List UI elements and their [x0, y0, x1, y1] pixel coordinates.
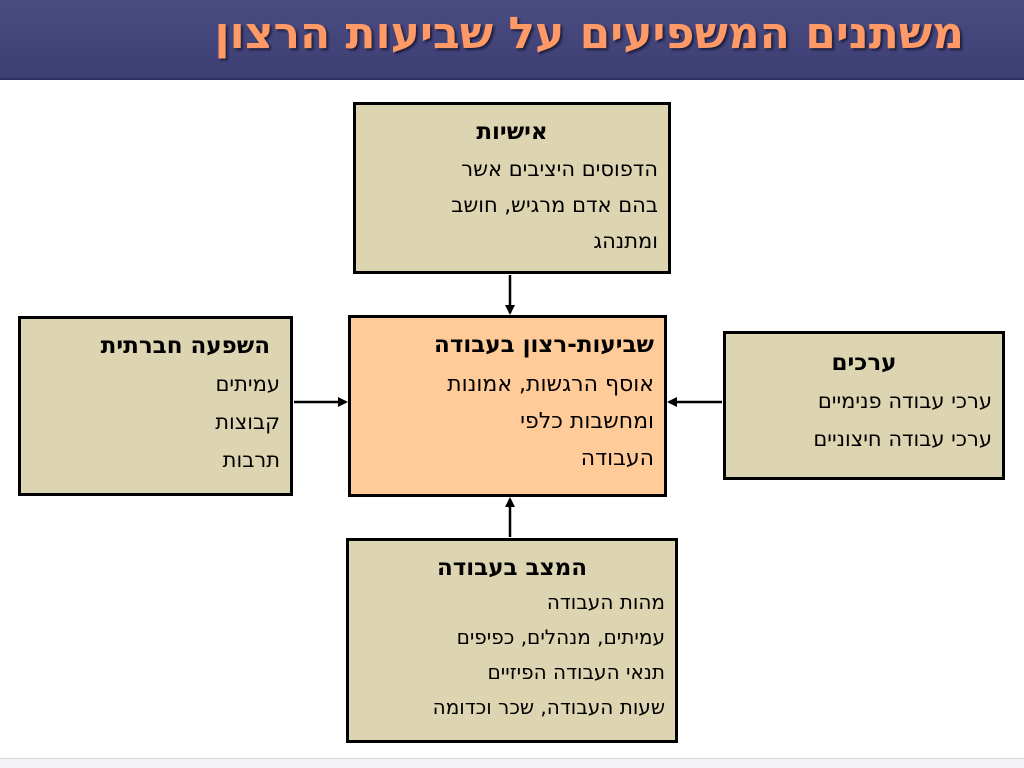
work-situation-line-3: תנאי העבודה הפיזיים — [487, 660, 665, 684]
values-box: ערכים ערכי עבודה פנימיים ערכי עבודה חיצו… — [723, 331, 1005, 480]
work-situation-heading: המצב בעבודה — [436, 555, 588, 581]
work-situation-line-1: מהות העבודה — [546, 590, 665, 614]
job-satisfaction-line-3: העבודה — [580, 446, 654, 471]
social-influence-line-1: עמיתים — [215, 372, 280, 396]
values-heading: ערכים — [831, 350, 897, 376]
job-satisfaction-box: שביעות-רצון בעבודה אוסף הרגשות, אמונות ו… — [348, 315, 667, 497]
job-satisfaction-line-1: אוסף הרגשות, אמונות — [447, 372, 654, 397]
social-influence-line-2: קבוצות — [215, 410, 280, 434]
personality-box: אישיות הדפוסים היציבים אשר בהם אדם מרגיש… — [353, 102, 671, 274]
social-influence-heading: השפעה חברתית — [100, 333, 270, 359]
personality-heading: אישיות — [476, 119, 548, 145]
social-influence-box: השפעה חברתית עמיתים קבוצות תרבות — [18, 316, 293, 496]
personality-line-3: ומתנהג — [593, 229, 658, 253]
title-bar: משתנים המשפיעים על שביעות הרצון — [0, 0, 1024, 80]
personality-line-2: בהם אדם מרגיש, חושב — [451, 193, 658, 217]
personality-line-1: הדפוסים היציבים אשר — [461, 157, 658, 181]
footer-strip — [0, 758, 1024, 768]
work-situation-line-2: עמיתים, מנהלים, כפיפים — [456, 625, 665, 649]
work-situation-line-4: שעות העבודה, שכר וכדומה — [432, 695, 665, 719]
job-satisfaction-line-2: ומחשבות כלפי — [520, 409, 654, 434]
social-influence-line-3: תרבות — [222, 448, 280, 472]
values-line-1: ערכי עבודה פנימיים — [817, 389, 992, 413]
job-satisfaction-heading: שביעות-רצון בעבודה — [434, 332, 654, 358]
values-line-2: ערכי עבודה חיצוניים — [813, 427, 992, 451]
work-situation-box: המצב בעבודה מהות העבודה עמיתים, מנהלים, … — [346, 538, 678, 743]
slide-title: משתנים המשפיעים על שביעות הרצון — [214, 8, 964, 59]
